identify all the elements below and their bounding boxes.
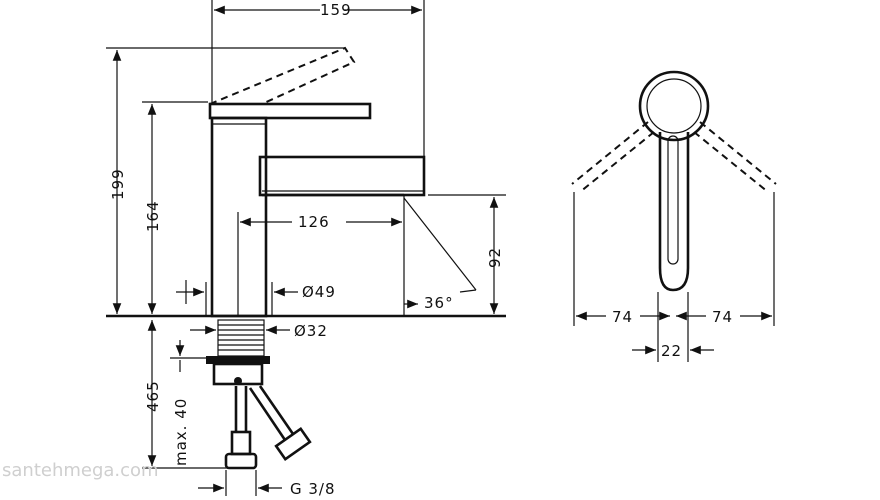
dim-465: 465	[144, 380, 162, 412]
supply-hoses	[224, 385, 312, 470]
faucet-body	[210, 116, 268, 318]
dim-126: 126	[298, 213, 330, 231]
dim-thread-g38: G 3/8	[290, 480, 336, 498]
dim-max-40: max. 40	[172, 398, 190, 466]
dim-dia-49: Ø49	[302, 283, 336, 301]
dim-74-right: 74	[712, 308, 733, 326]
faucet-spout	[258, 155, 426, 197]
handle-lever	[208, 102, 372, 120]
top-view: 74 74 22	[571, 70, 777, 362]
dim-74-left: 74	[612, 308, 633, 326]
top-body-circle	[638, 70, 710, 142]
front-view: 159 199 164 126 92 36° Ø49 Ø32	[106, 0, 506, 498]
swing-right-outline	[699, 121, 777, 185]
dim-dia-32: Ø32	[294, 322, 328, 340]
dim-159: 159	[320, 1, 352, 19]
dim-164: 164	[144, 200, 162, 232]
top-handle	[658, 132, 690, 292]
dim-92: 92	[486, 247, 504, 268]
watermark: santehmega.com	[2, 460, 159, 481]
dim-22: 22	[661, 342, 682, 360]
handle-raised-outline	[209, 46, 356, 105]
dim-angle-36: 36°	[424, 294, 454, 312]
threaded-shank	[206, 319, 270, 386]
swing-left-outline	[571, 121, 649, 185]
dim-199: 199	[109, 168, 127, 200]
